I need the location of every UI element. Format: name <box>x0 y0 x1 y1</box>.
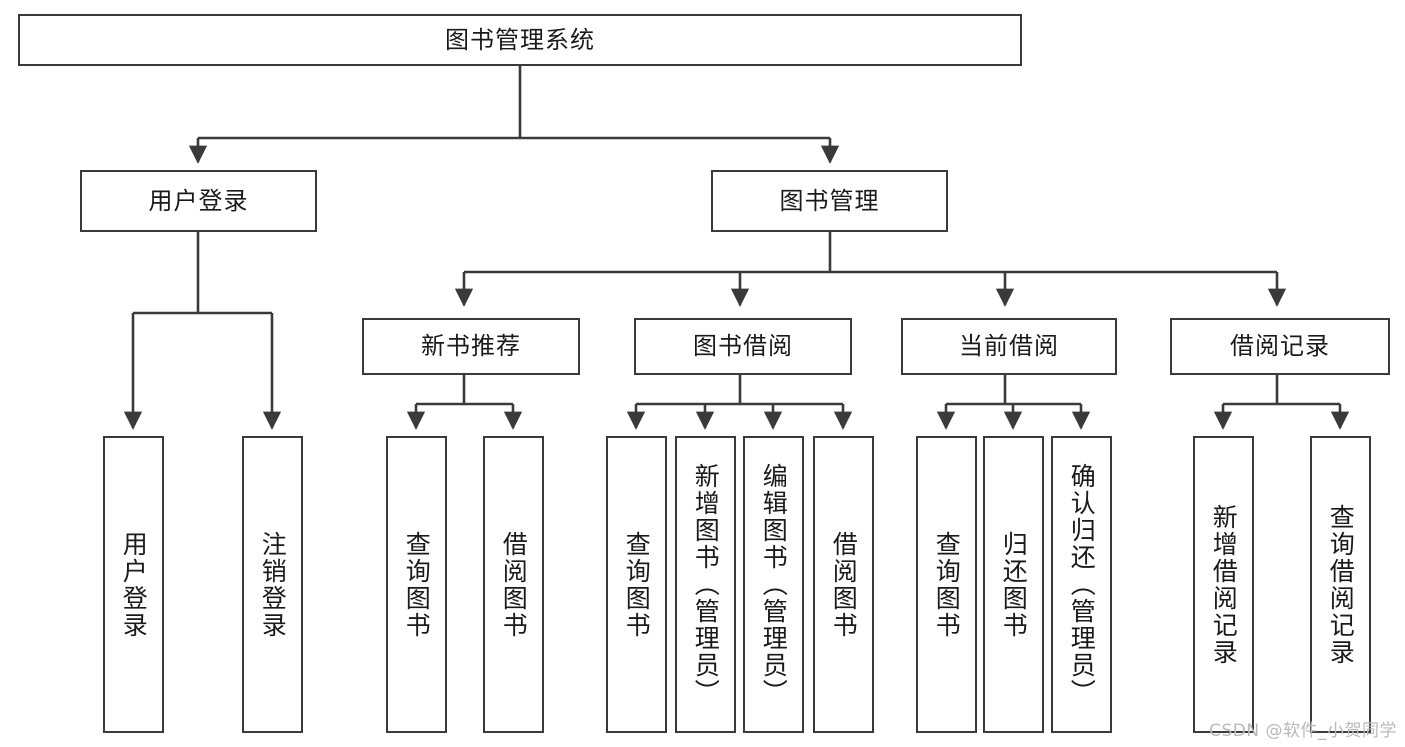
leaf-label: 查询借阅记录 <box>1326 503 1356 666</box>
leaf-label: 查询图书 <box>402 530 432 639</box>
node-book-borrow[interactable]: 图书借阅 <box>634 318 852 375</box>
node-new-book-recommend-label: 新书推荐 <box>421 332 521 361</box>
leaf-label: 借阅图书 <box>829 530 859 639</box>
leaf-label: 借阅图书 <box>499 530 529 639</box>
node-borrow-record-label: 借阅记录 <box>1230 332 1330 361</box>
node-current-borrow[interactable]: 当前借阅 <box>901 318 1117 375</box>
node-book-management-label: 图书管理 <box>779 186 880 215</box>
node-root[interactable]: 图书管理系统 <box>18 14 1022 66</box>
node-borrow-record[interactable]: 借阅记录 <box>1170 318 1390 375</box>
node-book-management[interactable]: 图书管理 <box>711 170 948 232</box>
leaf-new-book-query[interactable]: 查询图书 <box>386 436 447 733</box>
leaf-label: 确认归还（管理员） <box>1067 463 1097 706</box>
leaf-borrow-record-add[interactable]: 新增借阅记录 <box>1193 436 1254 733</box>
node-current-borrow-label: 当前借阅 <box>959 332 1059 361</box>
leaf-user-login-signin[interactable]: 用户登录 <box>103 436 164 733</box>
leaf-label: 归还图书 <box>999 530 1029 639</box>
leaf-new-book-borrow[interactable]: 借阅图书 <box>483 436 544 733</box>
leaf-book-borrow-lend[interactable]: 借阅图书 <box>813 436 874 733</box>
node-new-book-recommend[interactable]: 新书推荐 <box>362 318 580 375</box>
leaf-current-borrow-return[interactable]: 归还图书 <box>983 436 1044 733</box>
leaf-book-borrow-add[interactable]: 新增图书（管理员） <box>675 436 736 733</box>
leaf-label: 查询图书 <box>932 530 962 639</box>
node-user-login-label: 用户登录 <box>148 186 249 215</box>
leaf-label: 用户登录 <box>119 530 149 639</box>
leaf-label: 查询图书 <box>622 530 652 639</box>
node-book-borrow-label: 图书借阅 <box>693 332 793 361</box>
leaf-current-borrow-confirm[interactable]: 确认归还（管理员） <box>1051 436 1112 733</box>
node-root-label: 图书管理系统 <box>445 25 595 54</box>
leaf-book-borrow-query[interactable]: 查询图书 <box>606 436 667 733</box>
leaf-label: 新增图书（管理员） <box>691 463 721 706</box>
leaf-borrow-record-query[interactable]: 查询借阅记录 <box>1310 436 1371 733</box>
leaf-current-borrow-query[interactable]: 查询图书 <box>916 436 977 733</box>
node-user-login[interactable]: 用户登录 <box>80 170 317 232</box>
leaf-label: 新增借阅记录 <box>1209 503 1239 666</box>
watermark-text: CSDN @软件_小贺同学 <box>1209 721 1397 741</box>
leaf-label: 编辑图书（管理员） <box>759 463 789 706</box>
leaf-label: 注销登录 <box>258 530 288 639</box>
leaf-book-borrow-edit[interactable]: 编辑图书（管理员） <box>743 436 804 733</box>
leaf-user-login-signout[interactable]: 注销登录 <box>242 436 303 733</box>
